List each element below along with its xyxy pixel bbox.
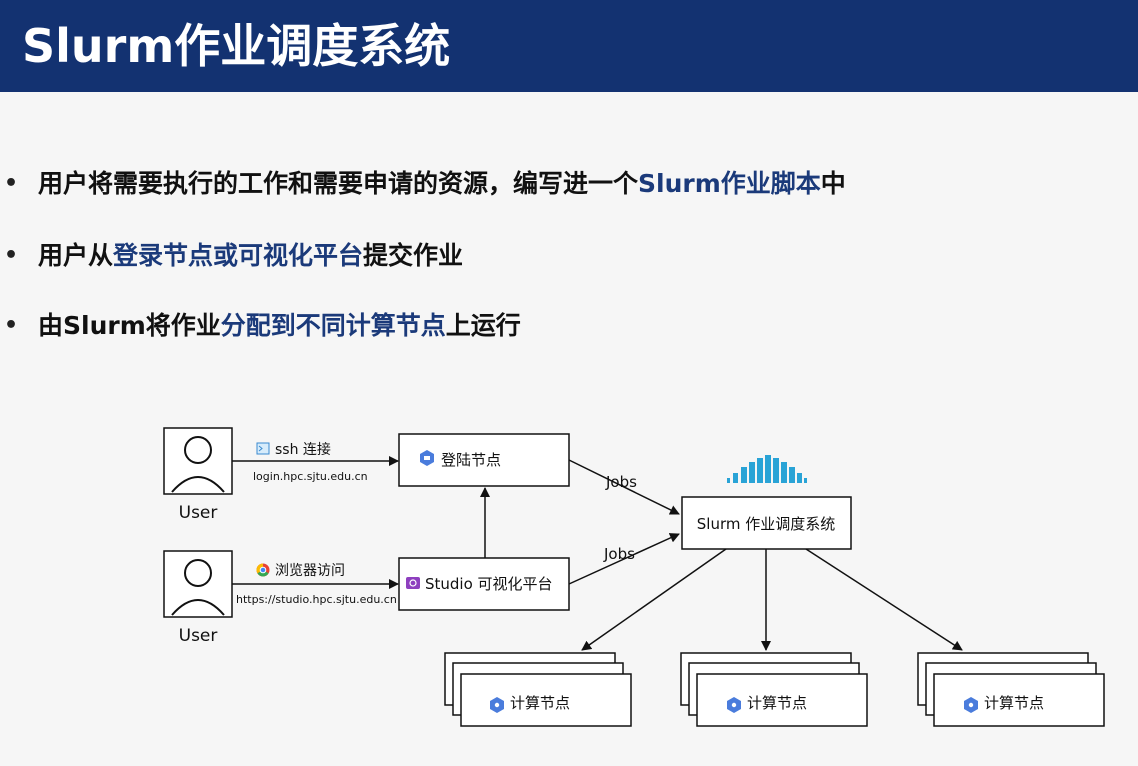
bullet-dot-icon: • [4,171,19,196]
user-icon [163,550,233,618]
studio-url: https://studio.hpc.sjtu.edu.cn [236,593,397,606]
terminal-icon [256,442,270,455]
jobs-label: Jobs [603,545,635,563]
studio-label: Studio 可视化平台 [425,575,553,593]
bullet-text: 用户从登录节点或可视化平台提交作业 [38,236,463,276]
studio-node: Studio 可视化平台 [398,557,570,611]
compute-node-label: 计算节点 [510,694,570,712]
slurm-label: Slurm 作业调度系统 [697,515,835,533]
studio-icon [406,577,420,589]
bullet-dot-icon: • [4,313,19,338]
user-body [171,599,225,616]
chrome-icon [256,563,270,577]
compute-node-label: 计算节点 [984,694,1044,712]
jobs-arrow-login [568,459,680,515]
ssh-label: ssh 连接 [275,441,331,458]
jobs-label: Jobs [605,473,637,491]
title-bar: Slurm作业调度系统 [0,0,1138,92]
user-head [184,559,212,587]
page-title: Slurm作业调度系统 [22,19,451,73]
compute-node-icon [964,697,978,713]
browser-label: 浏览器访问 [275,563,345,579]
user-label: User [179,626,218,646]
ssh-host: login.hpc.sjtu.edu.cn [253,470,368,483]
compute-arrow-3 [805,548,963,651]
compute-node-icon [727,697,741,713]
bullet-text-part: 中 [820,169,846,198]
user-icon [163,427,233,495]
compute-arrow-1 [581,548,727,651]
bullet-text-part: 提交作业 [363,241,464,270]
slurm-logo-icon [727,455,807,483]
bullet-dot-icon: • [4,243,19,268]
bullet-highlight: 分配到不同计算节点 [220,311,446,340]
slurm-node: Slurm 作业调度系统 [681,496,852,550]
user-head [184,436,212,464]
compute-group-1: 计算节点 [444,652,632,727]
user-body [171,476,225,493]
user-1: User [163,427,233,523]
bullet-text: 由Slurm将作业分配到不同计算节点上运行 [38,306,521,346]
compute-node-icon [490,697,504,713]
login-node-label: 登陆节点 [441,451,501,469]
user-2: User [163,550,233,646]
bullet-highlight: 登录节点或可视化平台 [113,241,364,270]
compute-group-2: 计算节点 [680,652,868,727]
compute-group-3: 计算节点 [917,652,1105,727]
compute-node-label: 计算节点 [747,694,807,712]
bullet-highlight: Slurm作业脚本 [638,169,821,198]
bullet-text-part: 用户从 [38,241,114,270]
login-node-icon [420,450,434,466]
bullet-text-part: 用户将需要执行的工作和需要申请的资源，编写进一个 [38,169,639,198]
user-label: User [179,503,218,523]
bullet-text-part: 上运行 [445,311,521,340]
login-node: 登陆节点 [398,433,570,487]
bullet-text-part: 由Slurm将作业 [38,311,221,340]
jobs-arrow-studio [568,533,680,585]
bullet-text: 用户将需要执行的工作和需要申请的资源，编写进一个Slurm作业脚本中 [38,164,846,204]
